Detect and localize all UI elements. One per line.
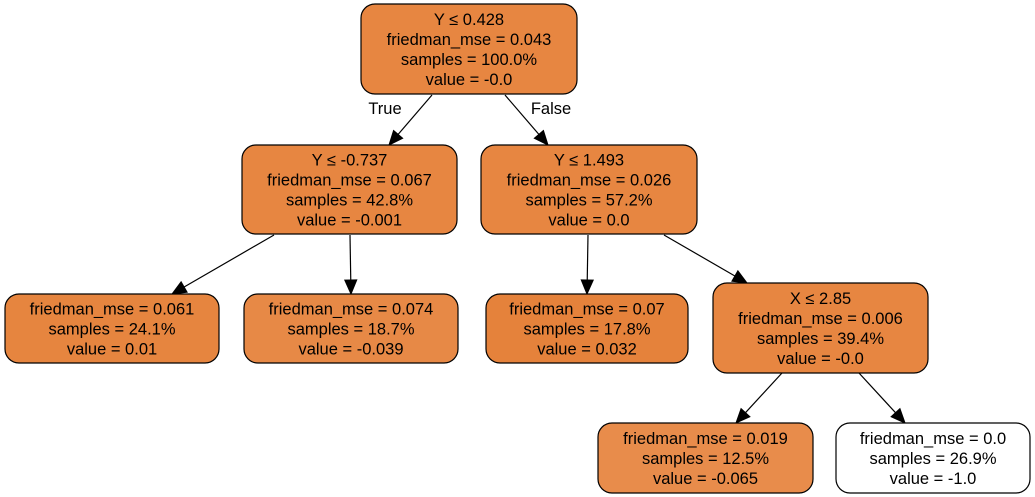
node-line: value = -1.0 bbox=[890, 470, 977, 488]
arrowhead bbox=[890, 407, 906, 424]
node-line: friedman_mse = 0.043 bbox=[387, 31, 552, 49]
node-box bbox=[241, 144, 458, 235]
edge-line bbox=[504, 94, 540, 135]
tree-node-n2: Y ≤ 1.493 friedman_mse = 0.026 samples = 5… bbox=[480, 144, 698, 235]
node-line: samples = 24.1% bbox=[48, 321, 175, 339]
node-line: X ≤ 2.85 bbox=[790, 290, 851, 308]
node-line: Y ≤ -0.737 bbox=[312, 152, 388, 170]
node-line: value = -0.001 bbox=[297, 212, 402, 230]
node-box bbox=[712, 282, 929, 374]
node-line: friedman_mse = 0.067 bbox=[267, 172, 432, 190]
edge-n6-to-n7 bbox=[735, 372, 783, 424]
tree-node-n4: friedman_mse = 0.074 samples = 18.7% value… bbox=[243, 293, 459, 364]
node-line: friedman_mse = 0.019 bbox=[623, 430, 788, 448]
node-line: Y ≤ 1.493 bbox=[554, 152, 624, 170]
edge-line bbox=[663, 234, 736, 277]
edge-n1-to-n4 bbox=[343, 234, 358, 296]
node-line: samples = 39.4% bbox=[757, 330, 884, 348]
node-box bbox=[360, 3, 578, 95]
node-line: samples = 100.0% bbox=[401, 51, 538, 69]
node-box bbox=[835, 422, 1031, 494]
node-line: friedman_mse = 0.07 bbox=[509, 301, 664, 319]
edge-line bbox=[858, 372, 896, 414]
node-line: value = -0.0 bbox=[426, 71, 513, 89]
node-line: friedman_mse = 0.074 bbox=[269, 301, 434, 319]
edge-label-true: True bbox=[368, 100, 401, 118]
arrowhead bbox=[388, 129, 404, 146]
node-line: friedman_mse = 0.006 bbox=[738, 310, 903, 328]
node-box bbox=[4, 293, 220, 364]
arrowhead bbox=[170, 280, 188, 295]
edge-label-false: False bbox=[531, 100, 571, 118]
node-line: samples = 26.9% bbox=[869, 450, 996, 468]
node-box bbox=[485, 293, 689, 364]
edge-n6-to-n8 bbox=[858, 372, 906, 424]
node-line: value = -0.039 bbox=[298, 341, 403, 359]
node-line: friedman_mse = 0.026 bbox=[507, 172, 672, 190]
edges-layer: True False bbox=[170, 94, 906, 424]
tree-node-n6: X ≤ 2.85 friedman_mse = 0.006 samples = 39… bbox=[712, 282, 929, 374]
node-line: value = -0.065 bbox=[653, 470, 758, 488]
node-line: friedman_mse = 0.0 bbox=[860, 430, 1006, 448]
node-box bbox=[243, 293, 459, 364]
edge-n2-to-n5 bbox=[580, 234, 595, 296]
node-line: samples = 57.2% bbox=[525, 192, 652, 210]
edge-line bbox=[745, 372, 783, 414]
node-box bbox=[480, 144, 698, 235]
arrowhead bbox=[580, 279, 595, 296]
edge-root-to-n2: False bbox=[504, 94, 571, 146]
edge-line bbox=[183, 234, 275, 288]
node-line: samples = 18.7% bbox=[287, 321, 414, 339]
node-line: value = 0.0 bbox=[548, 212, 629, 230]
tree-node-n8: friedman_mse = 0.0 samples = 26.9% value =… bbox=[835, 422, 1031, 494]
edge-root-to-n1: True bbox=[368, 94, 433, 146]
tree-node-n7: friedman_mse = 0.019 samples = 12.5% value… bbox=[597, 422, 814, 494]
tree-node-n1: Y ≤ -0.737 friedman_mse = 0.067 samples = … bbox=[241, 144, 458, 235]
node-line: samples = 42.8% bbox=[286, 192, 413, 210]
edge-n2-to-n6 bbox=[663, 234, 749, 284]
arrowhead bbox=[533, 129, 549, 146]
edge-line bbox=[586, 234, 589, 281]
node-line: value = 0.032 bbox=[537, 341, 637, 359]
node-line: Y ≤ 0.428 bbox=[434, 11, 504, 29]
arrowhead bbox=[731, 269, 749, 284]
arrowhead bbox=[735, 407, 751, 424]
tree-node-n3: friedman_mse = 0.061 samples = 24.1% value… bbox=[4, 293, 220, 364]
node-line: samples = 17.8% bbox=[523, 321, 650, 339]
edge-n1-to-n3 bbox=[170, 234, 275, 295]
node-line: friedman_mse = 0.061 bbox=[30, 301, 195, 319]
node-line: value = 0.01 bbox=[67, 341, 157, 359]
tree-node-n5: friedman_mse = 0.07 samples = 17.8% value … bbox=[485, 293, 689, 364]
node-line: samples = 12.5% bbox=[642, 450, 769, 468]
tree-node-root: Y ≤ 0.428 friedman_mse = 0.043 samples = 1… bbox=[360, 3, 578, 95]
edge-line bbox=[397, 94, 433, 135]
node-box bbox=[597, 422, 814, 494]
edge-line bbox=[349, 234, 352, 281]
arrowhead bbox=[343, 279, 358, 296]
node-line: value = -0.0 bbox=[777, 350, 864, 368]
nodes-layer: Y ≤ 0.428 friedman_mse = 0.043 samples = 1… bbox=[4, 3, 1031, 494]
